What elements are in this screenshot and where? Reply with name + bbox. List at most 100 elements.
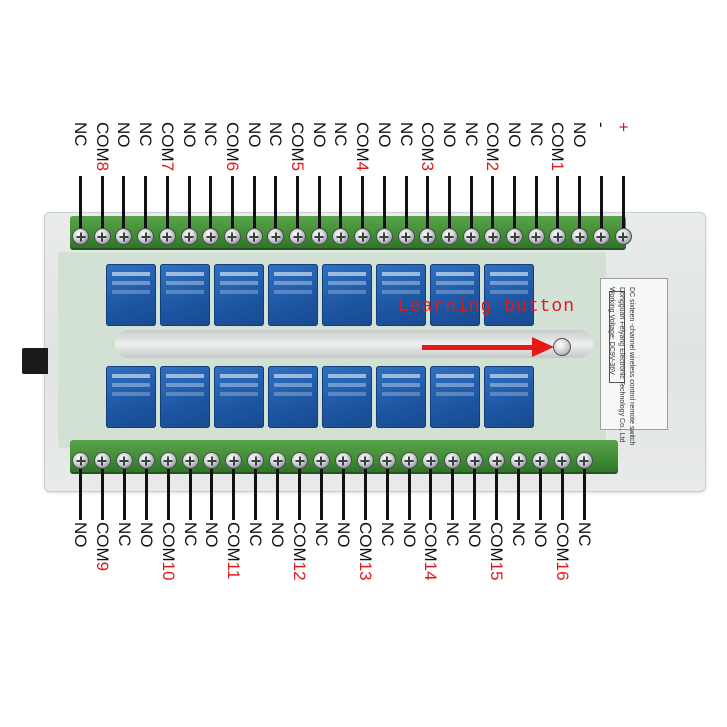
terminal-wire [166, 462, 170, 520]
terminal-screw [225, 452, 243, 469]
terminal-screw [419, 228, 437, 245]
terminal-screw [575, 452, 593, 469]
terminal-wire [538, 462, 542, 520]
terminal-screw [93, 228, 111, 245]
terminal-wire [560, 462, 564, 520]
terminal-wire [599, 176, 603, 230]
terminal-name: COM [222, 122, 242, 162]
terminal-wire [429, 462, 433, 520]
terminal-wire [209, 176, 213, 230]
terminal-screw [484, 228, 502, 245]
terminal-wire [79, 462, 82, 520]
terminal-wire [144, 462, 148, 520]
terminal-channel-number: 9 [92, 561, 112, 572]
led-light-bar [115, 330, 593, 358]
terminal-screw [466, 452, 484, 469]
terminal-wire [534, 176, 538, 230]
terminal-screw [571, 228, 589, 245]
terminal-wire [621, 176, 625, 230]
terminal-name: NC [266, 122, 286, 147]
terminal-wire [582, 462, 586, 520]
learning-button[interactable] [553, 338, 571, 356]
terminal-channel-number: 15 [487, 561, 507, 581]
terminal-wire [319, 462, 323, 520]
terminal-name: NO [439, 122, 459, 148]
terminal-name: NC [331, 122, 351, 147]
relay-module [160, 366, 210, 428]
terminal-name: NC [443, 522, 463, 547]
terminal-screw [223, 228, 241, 245]
relay-module [106, 264, 156, 326]
terminal-wire [473, 462, 477, 520]
terminal-name: NO [505, 122, 524, 148]
terminal-wire [122, 462, 126, 520]
terminal-screw [267, 228, 285, 245]
terminal-name: NO [71, 522, 90, 548]
relay-module [322, 366, 372, 428]
terminal-wire [296, 176, 299, 230]
terminal-name: NO [465, 522, 485, 548]
terminal-name: NC [136, 122, 156, 147]
terminal-screw [180, 228, 198, 245]
terminal-screw [115, 452, 133, 469]
terminal-screw [506, 228, 523, 245]
terminal-wire [230, 176, 234, 230]
terminal-name: COM [157, 122, 177, 162]
terminal-wire [578, 176, 582, 230]
terminal-screw [291, 452, 308, 469]
terminal-name: COM [552, 522, 572, 562]
label-line-2: Dongguan Feiyang Electronic Technology C… [618, 287, 625, 443]
terminal-screw [334, 452, 352, 469]
terminal-wire [404, 176, 408, 230]
terminal-screw [462, 228, 480, 245]
product-label: DC sixteen -channel wireless control rem… [600, 278, 668, 445]
terminal-name: NO [333, 522, 353, 548]
terminal-channel-number: 5 [288, 161, 307, 172]
terminal-name: - [591, 122, 611, 128]
terminal-screw [289, 228, 306, 245]
relay-module [214, 264, 264, 326]
terminal-wire [232, 462, 236, 520]
terminal-screw [72, 452, 89, 469]
terminal-name: NC [396, 122, 416, 147]
terminal-wire [298, 462, 301, 520]
terminal-wire [100, 176, 104, 230]
terminal-screw [93, 452, 111, 469]
terminal-screw [400, 452, 418, 469]
terminal-wire [361, 176, 365, 230]
terminal-screw [312, 452, 330, 469]
terminal-name: NO [114, 122, 134, 148]
terminal-screw [549, 228, 567, 245]
terminal-wire [254, 462, 258, 520]
terminal-screw [553, 452, 571, 469]
terminal-screw [510, 452, 527, 469]
terminal-screw [356, 452, 374, 469]
terminal-wire [517, 462, 520, 520]
arrow-right-icon [532, 337, 554, 357]
terminal-screw [488, 452, 506, 469]
relay-module [214, 366, 264, 428]
terminal-channel-number: 3 [418, 161, 438, 172]
terminal-wire [407, 462, 411, 520]
terminal-wire [491, 176, 495, 230]
terminal-name: NC [461, 122, 481, 147]
terminal-wire [339, 176, 343, 230]
terminal-screw [247, 452, 265, 469]
terminal-name: NO [179, 122, 199, 148]
terminal-name: NC [574, 522, 594, 547]
terminal-channel-number: 1 [548, 161, 568, 172]
relay-module [268, 264, 318, 326]
terminal-wire [100, 462, 104, 520]
terminal-screw [181, 452, 199, 469]
terminal-channel-number: 10 [158, 561, 178, 581]
terminal-screw [137, 228, 155, 245]
terminal-wire [385, 462, 389, 520]
terminal-wire [274, 176, 278, 230]
terminal-name: NC [114, 522, 134, 547]
terminal-name: COM [421, 522, 441, 562]
relay-module [376, 366, 426, 428]
terminal-name: NO [309, 122, 329, 148]
terminal-name: NC [246, 522, 266, 547]
terminal-wire [210, 462, 214, 520]
